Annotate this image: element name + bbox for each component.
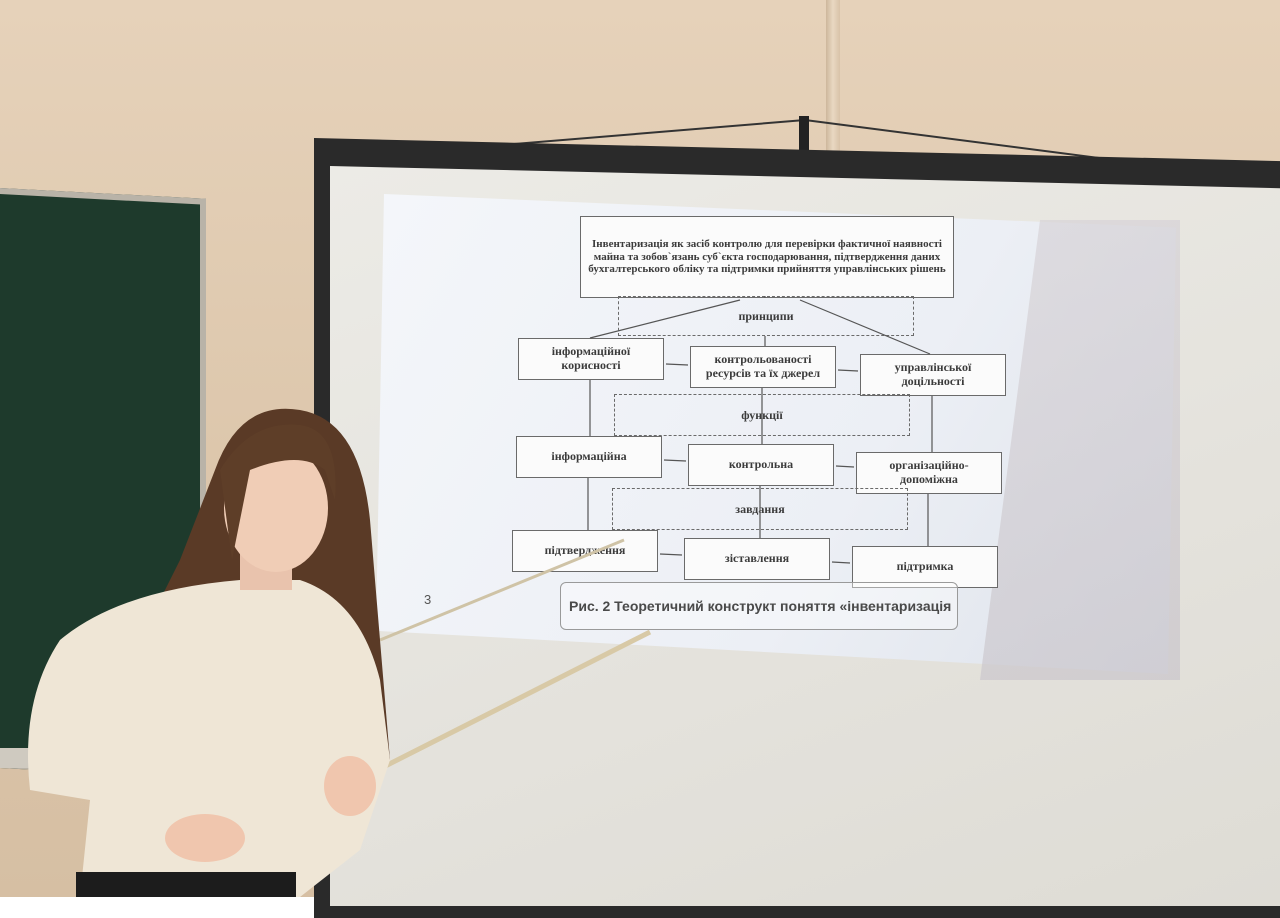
principle-1: інформаційної корисності [518, 338, 664, 380]
presenter [28, 408, 652, 897]
diagram-top-box: Інвентаризація як засіб контролю для пер… [580, 216, 954, 298]
right-hand [324, 756, 376, 816]
principle-3: управлінської доцільності [860, 354, 1006, 396]
principle-2: контрольованості ресурсів та їх джерел [690, 346, 836, 388]
sweater [28, 580, 390, 897]
figure-caption: Рис. 2 Теоретичний конструкт поняття «ін… [560, 582, 958, 630]
function-3: організаційно-допоміжна [856, 452, 1002, 494]
hair-front [220, 424, 336, 560]
task-1: підтвердження [512, 530, 658, 572]
slide-number: 3 [424, 592, 432, 607]
wall-corner [826, 0, 840, 160]
task-3: підтримка [852, 546, 998, 588]
task-2: зіставлення [684, 538, 830, 580]
skirt [76, 872, 296, 897]
face [224, 444, 328, 572]
left-hand [165, 814, 245, 862]
screen-hanging-wire [490, 116, 1130, 163]
function-2: контрольна [688, 444, 834, 486]
function-1: інформаційна [516, 436, 662, 478]
pointer-stick-far [379, 538, 625, 642]
